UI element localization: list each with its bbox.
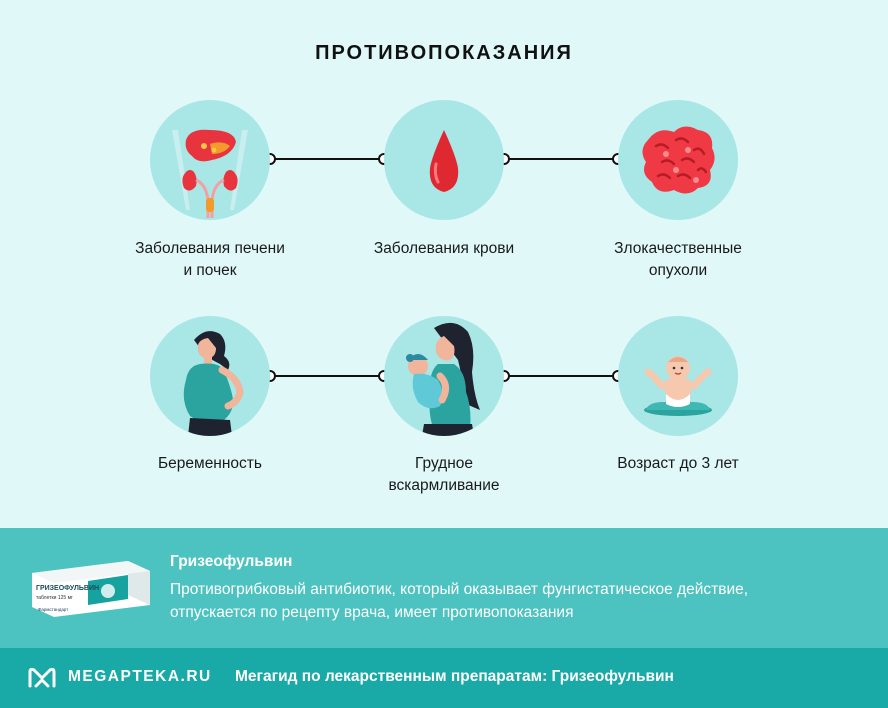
label-blood: Заболевания крови bbox=[373, 240, 515, 257]
breastfeeding-icon bbox=[384, 316, 504, 436]
connector-line bbox=[504, 158, 618, 160]
page-title: ПРОТИВОПОКАЗАНИЯ bbox=[315, 42, 573, 64]
drug-name: Гризеофульвин bbox=[170, 553, 293, 570]
contraindications-panel bbox=[0, 0, 888, 528]
blood-drop-icon bbox=[384, 100, 504, 220]
tumor-cells-icon bbox=[618, 100, 738, 220]
pregnant-woman-icon bbox=[150, 316, 270, 436]
drug-package-image: ГРИЗЕОФУЛЬВИН таблетки 125 мг Фармстанда… bbox=[32, 561, 150, 617]
megapteka-logo-icon[interactable] bbox=[28, 666, 56, 690]
footer-tagline: Мегагид по лекарственным препаратам: Гри… bbox=[235, 668, 674, 685]
pack-maker: Фармстандарт bbox=[38, 607, 68, 612]
connector-line bbox=[270, 375, 384, 377]
pack-name: ГРИЗЕОФУЛЬВИН bbox=[36, 585, 99, 592]
footer-bar bbox=[0, 648, 888, 708]
drug-description: Противогрибковый антибиотик, который ока… bbox=[170, 581, 749, 621]
label-pregnancy: Беременность bbox=[158, 455, 262, 472]
pack-dose: таблетки 125 мг bbox=[36, 595, 73, 601]
logo-text[interactable]: MEGAPTEKA.RU bbox=[68, 668, 212, 685]
liver-kidney-icon bbox=[150, 100, 270, 220]
connector-line bbox=[270, 158, 384, 160]
baby-icon bbox=[618, 316, 738, 436]
label-age: Возраст до 3 лет bbox=[617, 455, 739, 472]
connector-line bbox=[504, 375, 618, 377]
